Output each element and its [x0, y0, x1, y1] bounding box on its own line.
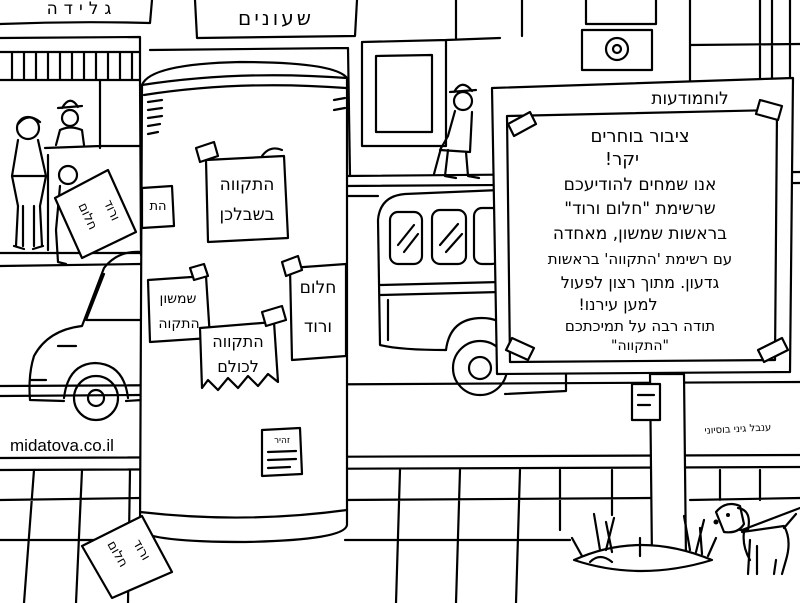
road-lines — [0, 380, 800, 472]
notice-board-line: יקר! — [605, 149, 639, 170]
notice-board-tape-bottom-left — [504, 336, 536, 362]
left-van-hubcap — [86, 388, 106, 408]
old-man-head — [452, 90, 474, 112]
ice-cream-shop-sign-frame — [0, 0, 154, 26]
pillar-base — [138, 508, 349, 519]
clock-icon — [604, 36, 630, 62]
advertising-pillar — [138, 60, 349, 544]
poster-hatikva-for-all-line: לכולם — [217, 357, 259, 376]
poster-shimshon-line: שמשון — [160, 291, 197, 307]
notice-board-line: גדעון. מתוך רצון לפעול — [561, 273, 720, 292]
poster-pink-dream-tape — [280, 254, 304, 278]
poster-hatikva-for-you-tape — [194, 140, 220, 164]
poster-small-notice-scribbles — [266, 449, 298, 470]
pillar-cap — [140, 74, 349, 97]
old-man-cane — [432, 146, 443, 176]
watermark: midatova.co.il — [10, 436, 114, 455]
watches-shop-sign-text: שעונים — [238, 6, 314, 30]
notice-board-tape-top-left — [506, 110, 538, 138]
clock-center — [611, 43, 623, 55]
center-building-facade — [148, 0, 524, 178]
notice-board-line: אנו שמחים להודיעכם — [564, 175, 717, 195]
poster-hatikva-for-you-line: בשבלכן — [220, 205, 275, 225]
notice-board-tape-bottom-right — [756, 336, 790, 364]
notice-board-line: ציבור בוחרים — [590, 126, 689, 147]
poster-hatikva-for-you — [204, 154, 290, 244]
bus-window-reflections — [396, 222, 464, 254]
poster-hatikva-for-all-tape — [260, 304, 288, 328]
poster-pink-dream — [288, 262, 348, 362]
left-van-wheel — [72, 374, 120, 422]
notice-board-line: עם רשימת 'התקווה' בראשות — [548, 250, 732, 268]
poster-hatikva-for-all — [198, 320, 280, 392]
poster-pink-dream-line: ורוד — [304, 317, 332, 337]
sidewalk-tiles — [0, 468, 800, 603]
woman-body — [10, 116, 48, 251]
dog-leash — [740, 506, 800, 532]
poster-edge-fragment-text: הת — [149, 199, 166, 214]
plant-bed — [572, 543, 714, 573]
left-van-body — [28, 250, 144, 403]
dog-nose — [713, 519, 719, 525]
ice-cream-shop-facade — [0, 35, 142, 54]
artist-signature: ענבל גיני בוסיוני — [704, 422, 771, 436]
poster-hatikva-for-you-curl — [260, 147, 284, 158]
left-van-wheel-arch — [62, 361, 130, 400]
ice-cream-shop-sign-text: גלידה — [47, 0, 118, 19]
post-small-tag-scribbles — [636, 393, 656, 407]
poster-edge-fragment — [140, 184, 176, 230]
shopkeeper-body — [54, 126, 86, 147]
right-building-facade — [580, 0, 800, 92]
notice-board-inner — [505, 108, 779, 364]
notice-board-line: תודה רבה על תמיכתכם — [565, 317, 715, 335]
dog-head — [714, 502, 746, 534]
poster-hatikva-for-you-line: התקווה — [220, 175, 275, 195]
notice-board-line: למען עירנו! — [578, 295, 657, 314]
plant-blades — [570, 512, 718, 564]
ground-poster — [80, 514, 174, 600]
dog-body — [740, 512, 798, 576]
bus-body — [376, 188, 568, 396]
notice-board-line: "התקווה" — [611, 338, 669, 354]
poster-holder-head — [57, 164, 79, 186]
bus-window-1 — [388, 210, 424, 266]
shopkeeper-head — [60, 108, 80, 128]
ice-cream-shop-window — [0, 78, 143, 268]
watches-shop-sign-frame — [193, 0, 359, 40]
notice-board-title: לוחמודעות — [651, 89, 728, 109]
pillar-hatching — [146, 96, 347, 136]
dog-eye — [726, 513, 730, 517]
notice-board-frame — [490, 76, 795, 376]
post-small-tag — [630, 382, 662, 422]
poster-pink-dream-line: חלום — [300, 278, 337, 298]
notice-board-line: שרשימת "חלום ורוד" — [564, 199, 715, 219]
bus-hubcap — [467, 355, 493, 381]
bus-window-2 — [430, 208, 468, 266]
notice-board-line: בראשות שמשון, מאחדה — [553, 224, 727, 244]
poster-hatikva-for-all-line: התקווה — [212, 332, 264, 351]
shopkeeper-hat — [56, 99, 84, 110]
poster-shimshon-tape — [188, 262, 210, 282]
held-poster — [53, 168, 138, 260]
ice-cream-shop-awning — [0, 50, 142, 82]
dog-ear — [736, 506, 750, 532]
poster-small-notice-text: זהיר — [274, 436, 290, 446]
poster-shimshon-line: התקוה — [158, 316, 199, 332]
notice-board-tape-top-right — [754, 98, 784, 122]
